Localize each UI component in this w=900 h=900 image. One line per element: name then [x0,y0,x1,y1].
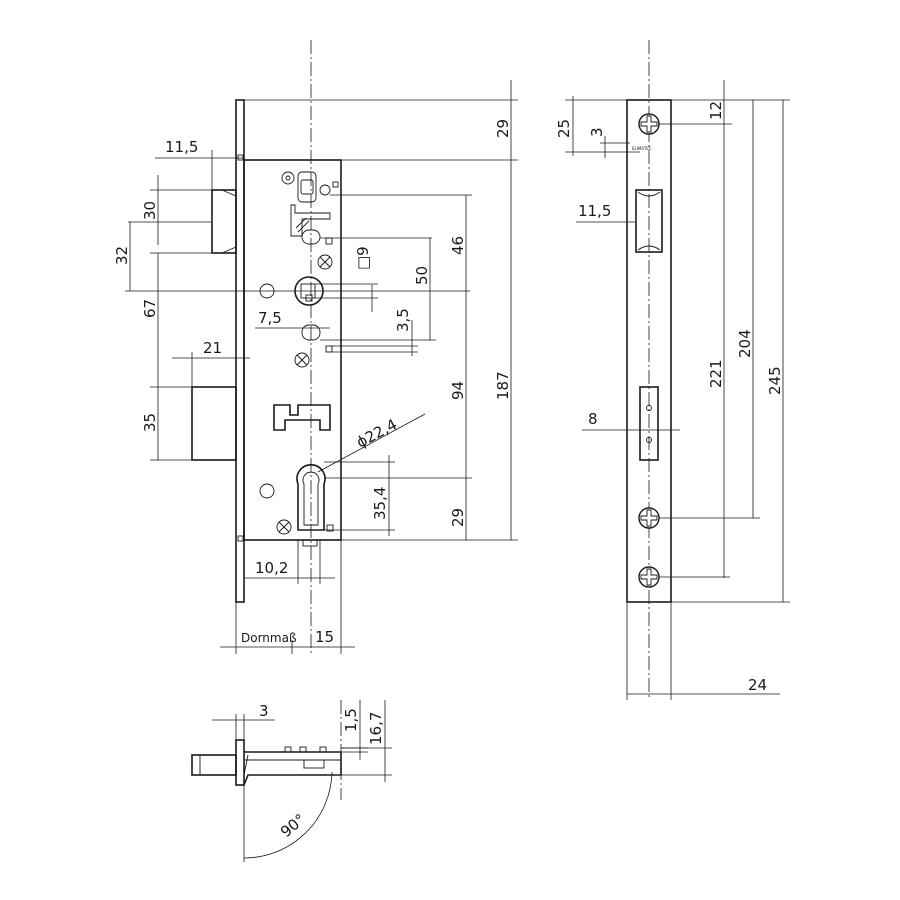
dim-cylinder-diameter: ϕ22,4 [353,415,400,451]
dim-latch-to-follower: 46 [449,236,467,255]
bottom-faceplate [235,739,245,786]
angle-arc [243,771,333,859]
dim-follower-offset: 67 [141,299,159,318]
dim-backset-value: 15 [315,628,334,646]
dim-cylinder-to-bottom: 29 [449,508,467,527]
front-faceplate [235,99,245,603]
dim-latch-height: 30 [141,201,159,220]
dim-hole-offset: 12 [707,101,725,120]
dead-bolt [191,386,237,461]
cross-screw-upper [317,254,333,270]
dim-cylinder-offset: 10,2 [255,559,288,577]
bottom-bolt [191,754,237,776]
bottom-view [191,700,342,800]
side-bolt-opening [639,386,659,461]
hole-left-cylinder [259,483,275,499]
dim-top-hole: 25 [555,119,573,138]
cross-screw-lower [294,352,310,368]
dim-total-height: 187 [494,371,512,400]
lock-case [243,159,342,541]
screw-top [319,184,331,196]
dim-side-latch-width: 11,5 [578,202,611,220]
latch-block [297,171,317,203]
dim-plate-thickness: 3 [259,702,269,720]
dim-slot-width: 7,5 [258,309,282,327]
lever [290,204,331,237]
rivet-top [281,171,295,185]
side-view: ELIMATEC [626,40,672,700]
dim-faceplate-offset: 11,5 [165,138,198,156]
side-brand-label: ELIMATEC [632,146,652,151]
side-screw-top [638,113,660,135]
front-dimensions: 11,5 30 32 67 21 35 29 46 [113,80,518,654]
latch-bolt [211,189,237,254]
dim-backset-label: Dornmaß [241,631,297,645]
dim-faceplate-width: 24 [748,676,767,694]
dim-bolt-throw: 21 [203,339,222,357]
side-latch-opening [635,189,663,253]
side-dimensions: 25 3 12 11,5 8 221 204 245 24 [555,80,790,700]
bottom-case [243,751,342,786]
dim-221: 221 [707,359,725,388]
side-screw-middle [638,507,660,529]
cross-screw-bottom [276,519,292,535]
dim-slot-small: 3,5 [394,308,412,332]
front-view [191,40,342,656]
dim-bolt-height: 35 [141,413,159,432]
dim-16-7: 16,7 [367,712,385,745]
dim-cylinder-height: 35,4 [371,487,389,520]
dim-bolt-width: 8 [588,410,598,428]
dim-245: 245 [766,366,784,395]
bottom-dimensions: 3 1,5 16,7 90° [212,700,392,862]
bolt-block [273,404,331,431]
dim-1-5: 1,5 [342,708,360,732]
dim-follower-to-slot: 50 [413,266,431,285]
dim-angle: 90° [277,810,309,841]
side-screw-bottom [638,566,660,588]
dim-top-to-top: 29 [494,119,512,138]
dim-top-small: 3 [588,127,606,137]
dim-204: 204 [736,329,754,358]
oval-slot-lower [301,324,321,341]
dim-square: □9 [354,246,372,270]
dim-follower-to-cylinder: 94 [449,381,467,400]
oval-slot-upper [301,229,321,245]
dim-latch-center: 32 [113,246,131,265]
cylinder-cutout [296,464,326,531]
